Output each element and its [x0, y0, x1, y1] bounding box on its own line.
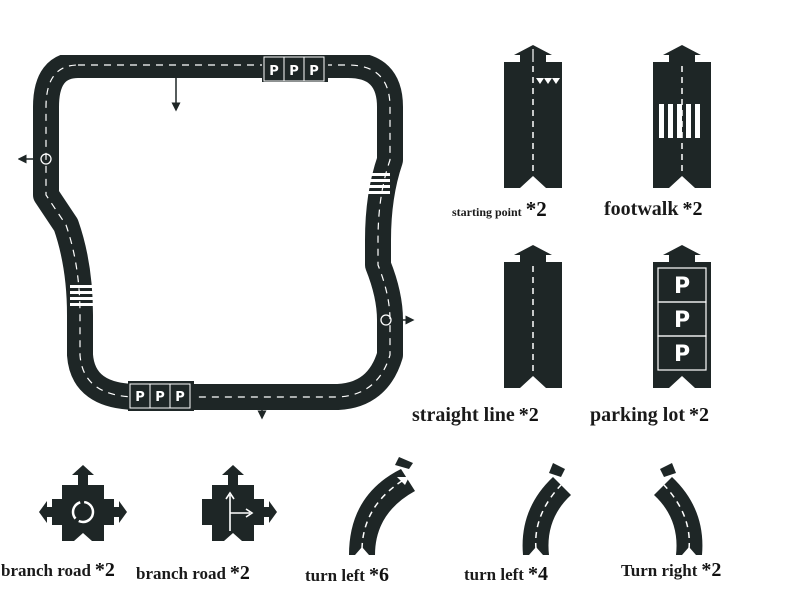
label-starting-point: starting point*2 [452, 199, 547, 220]
track-crosswalk-left [70, 285, 96, 306]
track-parking-bottom-2: P [155, 390, 165, 405]
junction-arrows-icon [225, 491, 254, 531]
piece-turn-right [640, 455, 730, 560]
label-turn-right-name: Turn right [621, 561, 698, 580]
track-parking-top-1: P [269, 64, 279, 79]
label-turn-left-narrow-count: *4 [527, 563, 548, 585]
label-footwalk-count: *2 [682, 198, 703, 220]
label-branch-road-roundabout-name: branch road [1, 561, 91, 580]
piece-parking-lot: P P P [647, 244, 717, 394]
piece-footwalk [647, 44, 717, 194]
label-parking-lot-name: parking lot [590, 404, 686, 426]
label-branch-road-junction-name: branch road [136, 564, 226, 583]
piece-straight-line [498, 244, 568, 394]
label-turn-right: Turn right*2 [621, 560, 721, 580]
assembled-track-layout: P P P P P P [18, 55, 418, 420]
parking-lot-mark-3: P [674, 342, 690, 367]
parking-lot-mark-1: P [674, 274, 690, 299]
roundabout-icon [71, 500, 95, 524]
label-turn-left-wide: turn left*6 [305, 565, 389, 585]
label-starting-point-name: starting point [452, 205, 522, 219]
label-parking-lot: parking lot*2 [590, 405, 709, 425]
piece-branch-road-junction [188, 463, 278, 558]
track-roundabout-right [380, 314, 392, 326]
piece-branch-road-roundabout [38, 463, 128, 558]
label-turn-right-count: *2 [701, 559, 722, 581]
label-turn-left-wide-count: *6 [368, 564, 389, 586]
label-straight-line: straight line*2 [412, 405, 539, 425]
label-turn-left-narrow-name: turn left [464, 565, 524, 584]
label-footwalk: footwalk*2 [604, 199, 702, 219]
label-straight-line-name: straight line [412, 404, 515, 426]
label-straight-line-count: *2 [518, 404, 539, 426]
track-parking-bottom-3: P [175, 390, 185, 405]
label-branch-road-junction-count: *2 [229, 562, 250, 584]
track-roundabout-left [40, 153, 52, 165]
track-parking-top-2: P [289, 64, 299, 79]
track-parking-top-3: P [309, 64, 319, 79]
label-branch-road-roundabout-count: *2 [94, 559, 115, 581]
track-crosswalk-right [364, 173, 390, 194]
label-starting-point-count: *2 [525, 197, 547, 221]
label-turn-left-wide-name: turn left [305, 566, 365, 585]
label-parking-lot-count: *2 [689, 404, 710, 426]
track-road [33, 55, 403, 410]
piece-starting-point [498, 44, 568, 194]
track-connector-arrows [18, 67, 415, 420]
piece-turn-left-narrow [495, 455, 585, 560]
parking-lot-mark-2: P [674, 308, 690, 333]
track-parking-bottom-1: P [135, 390, 145, 405]
piece-turn-left-wide [335, 455, 425, 560]
label-branch-road-junction: branch road*2 [136, 563, 250, 583]
label-branch-road-roundabout: branch road*2 [1, 560, 115, 580]
label-turn-left-narrow: turn left*4 [464, 564, 548, 584]
label-footwalk-name: footwalk [604, 198, 679, 220]
